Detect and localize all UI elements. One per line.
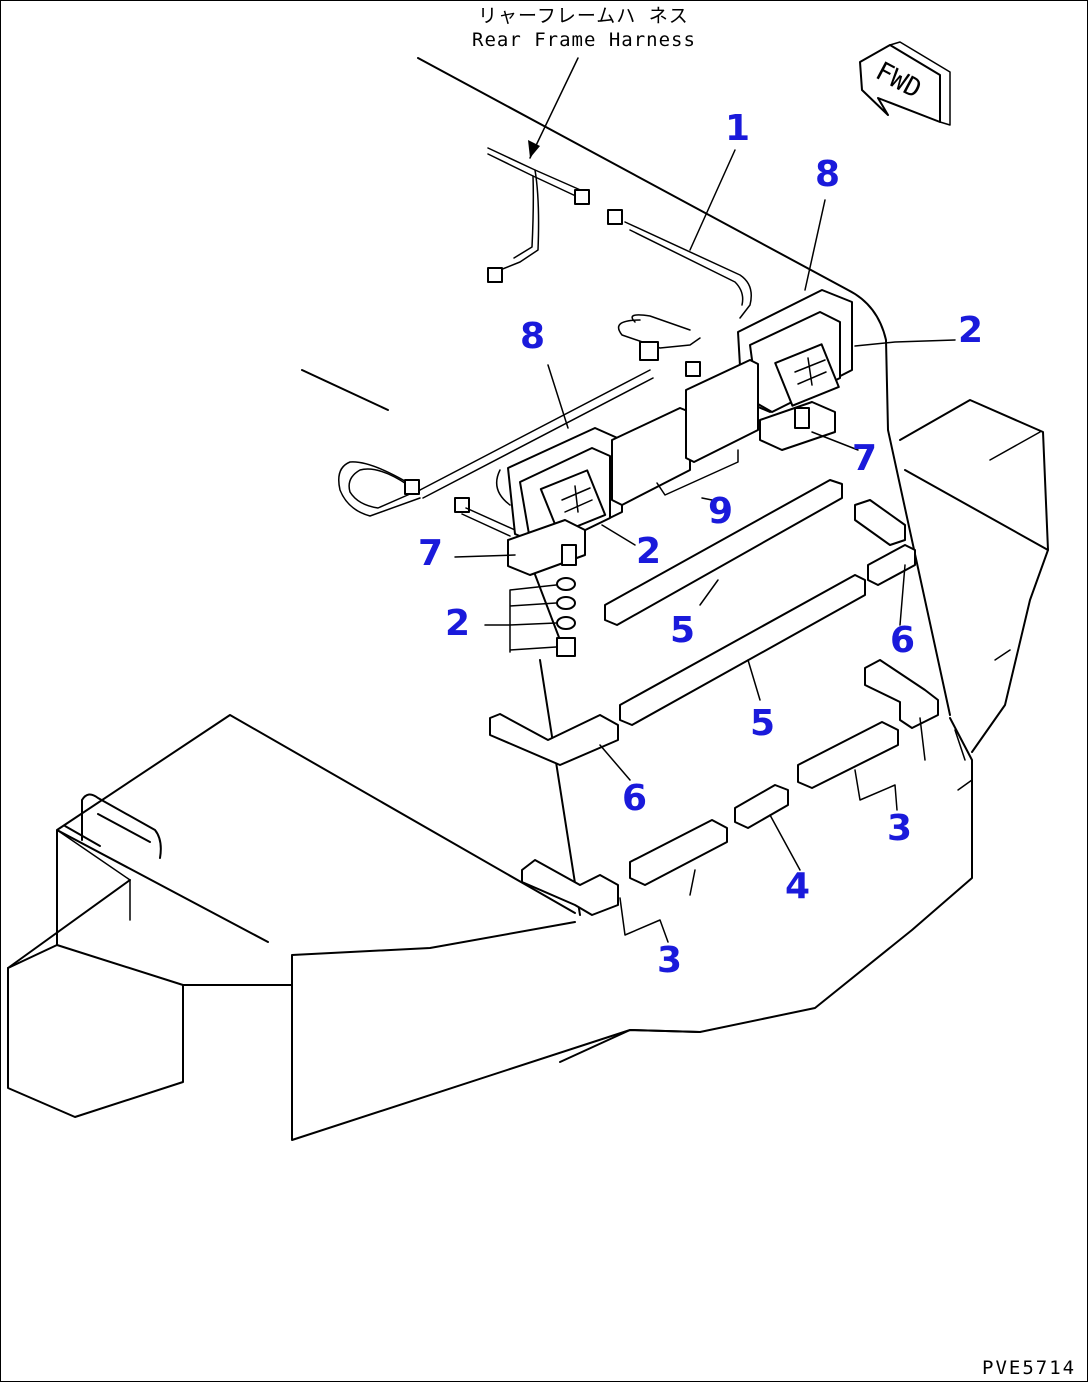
callout-3-right: 3 <box>887 808 912 849</box>
seal-strips <box>489 479 939 916</box>
callout-7-left: 7 <box>418 533 443 574</box>
counterweight-body <box>7 399 1049 1141</box>
callout-2-left-lamp: 2 <box>636 531 661 572</box>
caption-english: Rear Frame Harness <box>472 29 696 51</box>
callout-9: 9 <box>708 491 733 532</box>
washer-stack <box>509 577 576 657</box>
callout-6-right: 6 <box>890 620 915 661</box>
callout-8-right: 8 <box>815 154 840 195</box>
lamp-right <box>737 289 853 451</box>
callout-4: 4 <box>785 866 810 907</box>
callout-7-right: 7 <box>852 438 877 479</box>
callout-1: 1 <box>725 108 750 149</box>
caption-japanese: リャーフレームハ ネス <box>478 5 689 27</box>
lamp-left <box>507 427 623 576</box>
callout-8-left: 8 <box>520 316 545 357</box>
relay-boxes <box>611 359 759 506</box>
callout-2-washers: 2 <box>445 603 470 644</box>
callout-5-upper: 5 <box>670 610 695 651</box>
callout-3-left: 3 <box>657 940 682 981</box>
callout-2-right-lamp: 2 <box>958 310 983 351</box>
leader-lines <box>454 57 956 943</box>
callout-5-lower: 5 <box>750 703 775 744</box>
fwd-arrow-icon: FWD <box>859 41 951 126</box>
callout-6-left: 6 <box>622 778 647 819</box>
drawing-code: PVE5714 <box>982 1357 1076 1379</box>
wiring-harness <box>338 147 752 537</box>
